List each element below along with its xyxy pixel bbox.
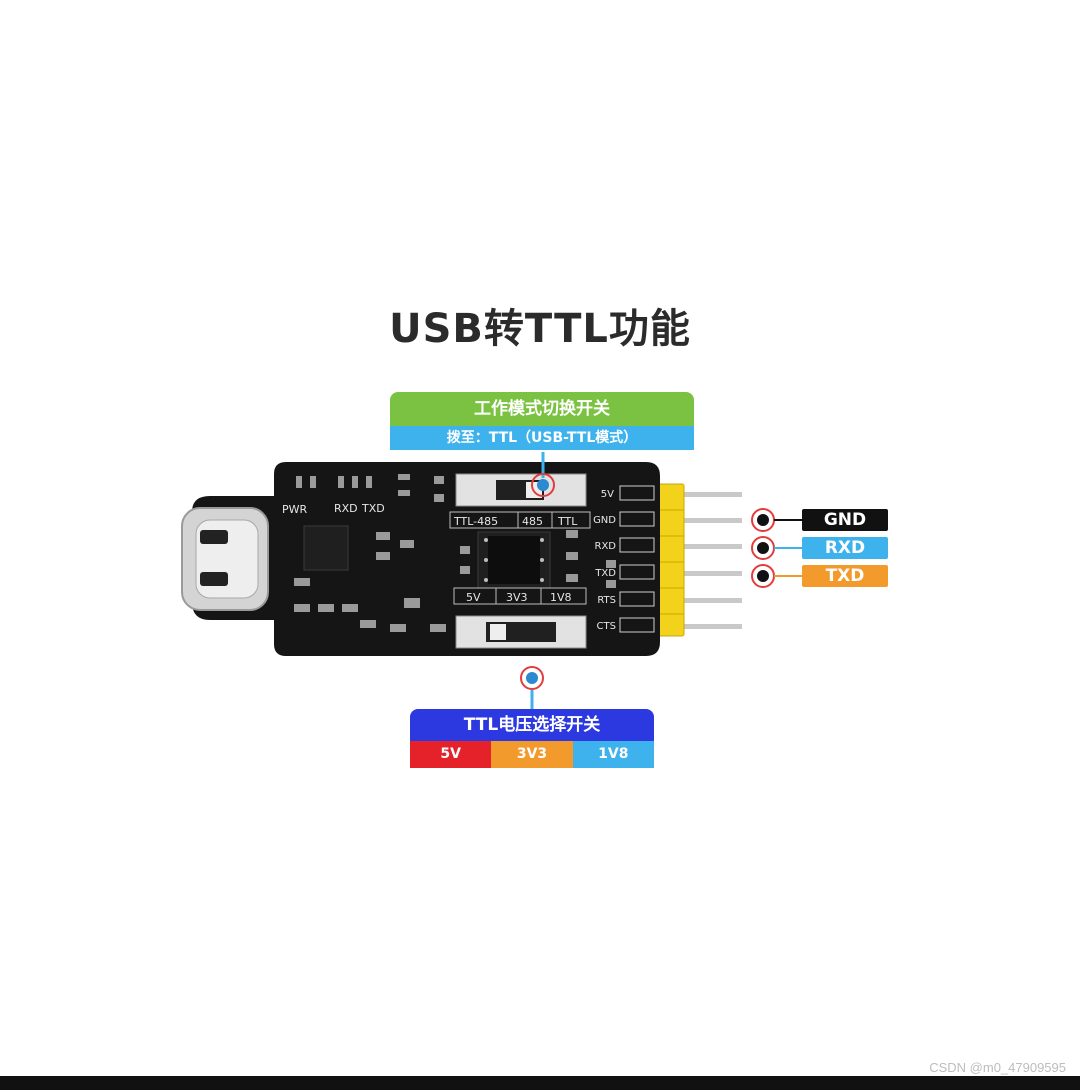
voltage-switch-callout: TTL电压选择开关 5V 3V3 1V8	[410, 709, 654, 768]
volt-label-1v8: 1V8	[550, 591, 572, 604]
pin-label-gnd: GND	[593, 515, 616, 526]
pin-tag-txd: TXD	[802, 565, 888, 587]
pin-markers	[751, 508, 802, 588]
watermark: CSDN @m0_47909595	[929, 1060, 1066, 1075]
mode-callout-marker	[531, 452, 555, 497]
mode-switch-callout: 工作模式切换开关 拨至：TTL（USB-TTL模式）	[390, 392, 694, 452]
mode-label-485: 485	[522, 515, 543, 528]
led-label-rxd: RXD	[334, 502, 358, 515]
pin-label-rxd: RXD	[595, 541, 617, 552]
volt-label-3v3: 3V3	[506, 591, 528, 604]
header-pins	[655, 483, 742, 637]
pin-tag-rxd: RXD	[802, 537, 888, 559]
pin-tag-gnd: GND	[802, 509, 888, 531]
led-label-txd: TXD	[361, 502, 385, 515]
pin-label-rts: RTS	[597, 595, 616, 606]
footer-bar	[0, 1076, 1080, 1090]
voltage-switch-heading: TTL电压选择开关	[410, 709, 654, 741]
usb-c-port	[181, 507, 269, 611]
voltage-callout-marker	[520, 666, 544, 709]
mode-slide-switch	[455, 473, 587, 507]
pin-label-cts: CTS	[597, 621, 616, 632]
mode-label-ttl485: TTL-485	[453, 515, 498, 528]
mode-switch-heading: 工作模式切换开关	[390, 392, 694, 426]
voltage-option-1v8: 1V8	[572, 741, 654, 768]
pin-label-5v: 5V	[601, 489, 614, 500]
page-title: USB转TTL功能	[389, 306, 691, 352]
pin-label-txd: TXD	[594, 568, 616, 579]
volt-label-5v: 5V	[466, 591, 481, 604]
voltage-option-5v: 5V	[410, 741, 492, 768]
voltage-option-3v3: 3V3	[491, 741, 573, 768]
led-label-pwr: PWR	[282, 503, 308, 516]
mode-switch-subtitle: 拨至：TTL（USB-TTL模式）	[390, 426, 694, 450]
mode-label-ttl: TTL	[557, 515, 578, 528]
voltage-slide-switch	[455, 615, 587, 649]
